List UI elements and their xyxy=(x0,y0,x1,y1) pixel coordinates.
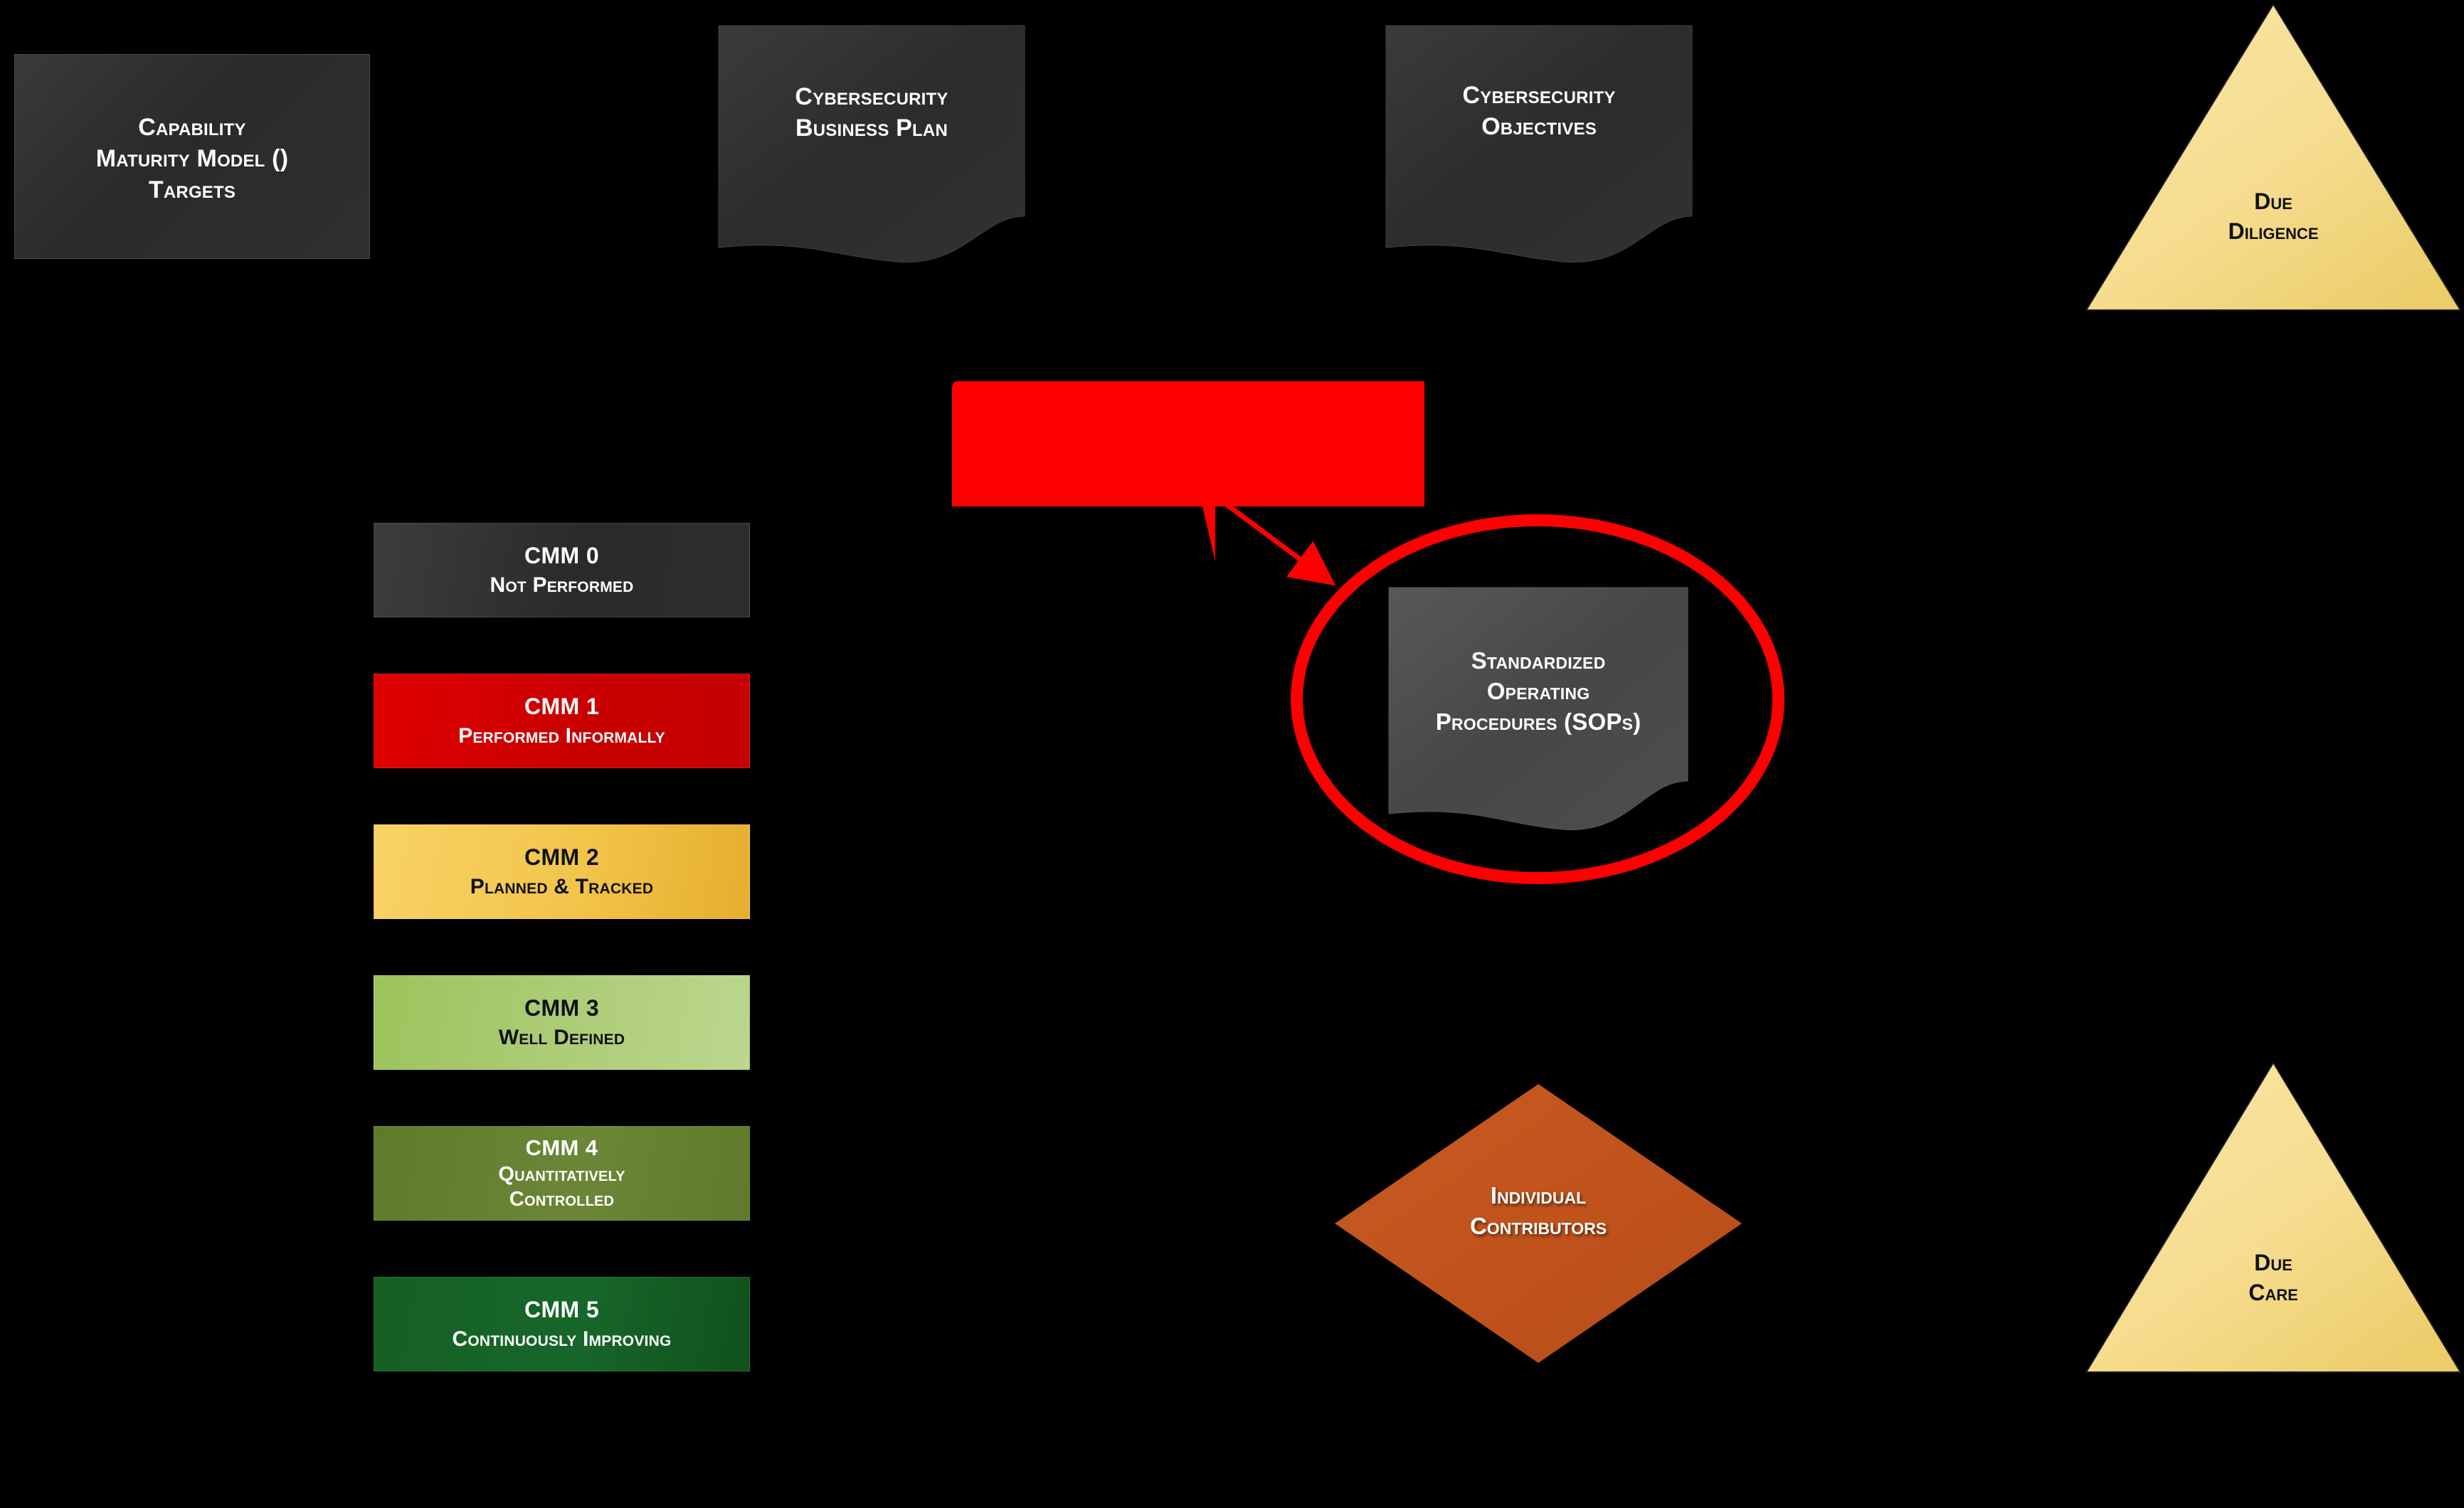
cmm-level-2-description: Planned & Tracked xyxy=(470,874,654,898)
cmm-level-4-description: Quantitatively Controlled xyxy=(498,1163,625,1211)
individual-contributors-label: Individual Contributors xyxy=(1469,1182,1607,1239)
cmm-level-0-number: CMM 0 xyxy=(524,542,600,568)
triangle-shape-icon xyxy=(2085,1061,2462,1373)
due-care-triangle[interactable]: Due Care xyxy=(2085,1061,2462,1374)
document-shape-icon xyxy=(718,25,1025,263)
cybersecurity-objectives-shape[interactable]: Cybersecurity Objectives xyxy=(1385,25,1693,267)
cybersecurity-business-plan-shape[interactable]: Cybersecurity Business Plan xyxy=(718,25,1025,267)
callout-shape-icon xyxy=(952,381,1424,568)
cybersecurity-business-plan-label: Cybersecurity Business Plan xyxy=(795,83,948,142)
cmm-targets-box[interactable]: Capability Maturity Model () Targets xyxy=(14,54,370,259)
cmm-legend-item-5[interactable]: CMM 5 Continuously Improving xyxy=(374,1277,750,1371)
due-diligence-label: Due Diligence xyxy=(2228,188,2319,245)
sops-highlight-ellipse xyxy=(1291,514,1784,884)
individual-contributors-diamond[interactable]: Individual Contributors xyxy=(1332,1081,1745,1366)
cmm-level-5-description: Continuously Improving xyxy=(452,1327,672,1351)
cmm-legend-item-3[interactable]: CMM 3 Well Defined xyxy=(374,975,750,1070)
red-callout-shape[interactable] xyxy=(946,376,1430,568)
cmm-level-4-number: CMM 4 xyxy=(525,1135,598,1161)
cybersecurity-objectives-label: Cybersecurity Objectives xyxy=(1462,82,1616,141)
cmm-level-3-number: CMM 3 xyxy=(524,994,600,1021)
cmm-level-2-number: CMM 2 xyxy=(524,844,600,870)
diamond-shape-icon xyxy=(1335,1084,1742,1363)
document-shape-icon xyxy=(1385,25,1693,263)
cmm-level-1-description: Performed Informally xyxy=(458,723,665,748)
cmm-legend-item-4[interactable]: CMM 4 Quantitatively Controlled xyxy=(374,1126,750,1221)
cmm-level-3-description: Well Defined xyxy=(498,1025,625,1049)
triangle-shape-icon xyxy=(2085,3,2462,311)
cmm-level-1-number: CMM 1 xyxy=(524,693,600,719)
cmm-targets-label: Capability Maturity Model () Targets xyxy=(95,114,289,204)
cmm-legend-item-2[interactable]: CMM 2 Planned & Tracked xyxy=(374,824,750,919)
cmm-legend-item-1[interactable]: CMM 1 Performed Informally xyxy=(374,674,750,768)
due-diligence-triangle[interactable]: Due Diligence xyxy=(2085,3,2462,312)
callout-arrow xyxy=(1212,493,1336,586)
cmm-level-5-number: CMM 5 xyxy=(524,1296,600,1322)
due-care-label: Due Care xyxy=(2248,1250,2298,1306)
cmm-level-0-description: Not Performed xyxy=(490,573,634,597)
cmm-legend-item-0[interactable]: CMM 0 Not Performed xyxy=(374,523,750,617)
